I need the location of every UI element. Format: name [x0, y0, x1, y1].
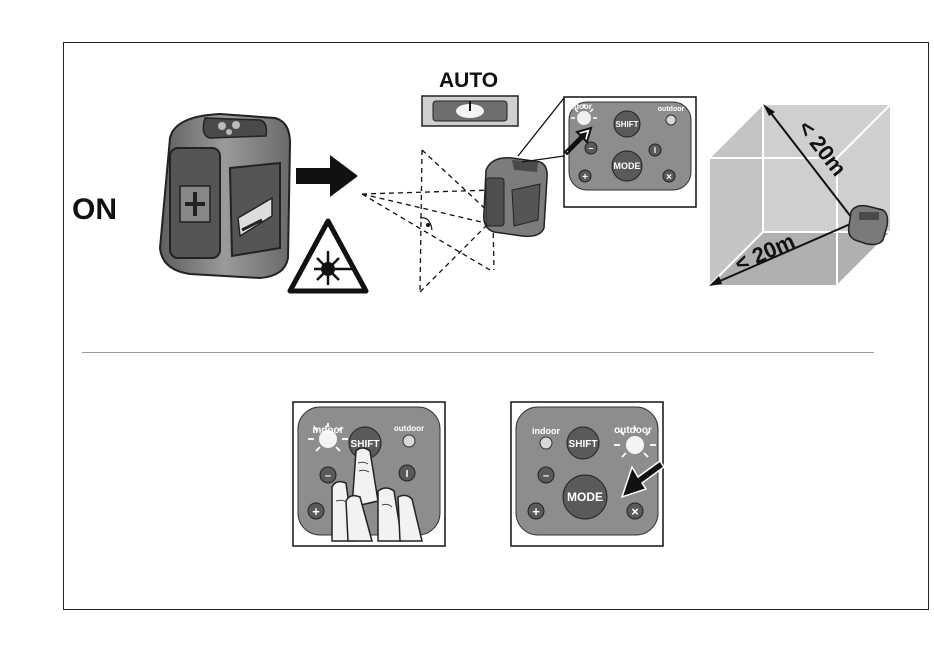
panel-outdoor-label: outdoor	[658, 106, 685, 113]
laser-warning-icon	[286, 217, 370, 295]
panel-outdoor-label: outdoor	[614, 425, 652, 436]
panel-minus-label: –	[588, 143, 593, 153]
section-divider	[82, 352, 874, 353]
panel-outdoor-label: outdoor	[394, 424, 424, 433]
panel-outdoor-indicator: indoor SHIFT outdoor – MODE + ×	[510, 401, 664, 547]
panel-plus-label: +	[582, 172, 588, 183]
zoom-callout-lines	[510, 94, 570, 164]
panel-indoor-label: indoor	[567, 102, 592, 111]
panel-one-label: I	[406, 469, 409, 480]
level-vial-icon	[421, 95, 519, 127]
panel-minus-label: –	[543, 470, 549, 482]
panel-cross-label: ×	[631, 504, 639, 519]
panel-indoor-label: indoor	[532, 426, 560, 436]
panel-mode-label: MODE	[614, 161, 641, 171]
laser-cross-projection	[362, 140, 562, 300]
panel-indoor-label: indoor	[312, 425, 343, 436]
panel-plus-label: +	[312, 504, 320, 519]
room-range-diagram: < 20m < 20m	[705, 100, 895, 290]
panel-one-label: I	[654, 146, 656, 155]
panel-plus-label: +	[532, 504, 540, 519]
control-panel-zoom: indoor SHIFT outdoor MODE – I + ×	[563, 96, 697, 208]
auto-label: AUTO	[439, 69, 498, 93]
panel-mode-label: MODE	[567, 490, 603, 504]
panel-minus-label: –	[325, 470, 331, 482]
laser-device-illustration	[150, 108, 300, 283]
arrow-right-icon	[294, 153, 360, 199]
panel-shift-label: SHIFT	[569, 439, 598, 450]
panel-cross-label: ×	[666, 172, 672, 183]
on-label: ON	[72, 193, 117, 227]
panel-shift-press: indoor SHIFT outdoor – I +	[292, 401, 446, 547]
panel-shift-label: SHIFT	[615, 120, 638, 129]
